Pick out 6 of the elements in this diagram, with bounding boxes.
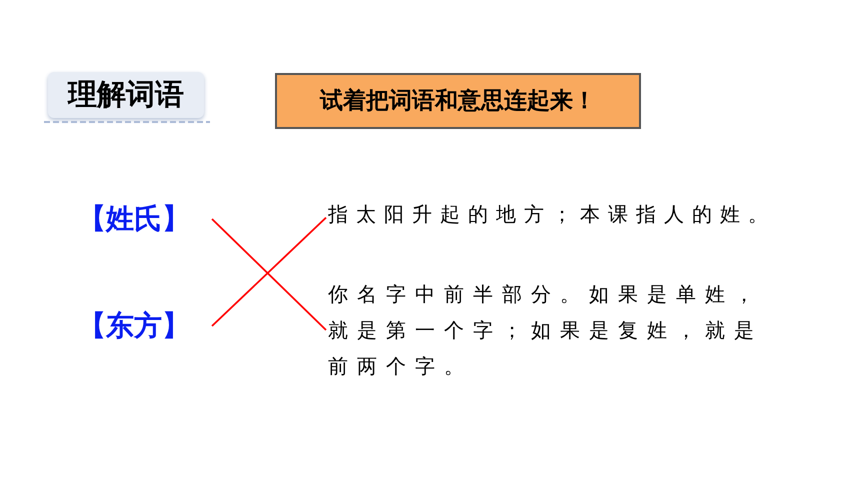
instruction-banner: 试着把词语和意思连起来！ [275,73,641,129]
section-badge: 理解词语 [48,72,204,118]
definition-text: 指太阳升起的地方；本课指人的姓。 [328,196,798,232]
definition-text: 你名字中前半部分。如果是单姓，就是第一个字；如果是复姓，就是前两个字。 [328,276,778,384]
word-label: 【东方】 [78,305,210,347]
word-label: 【姓氏】 [78,198,210,240]
